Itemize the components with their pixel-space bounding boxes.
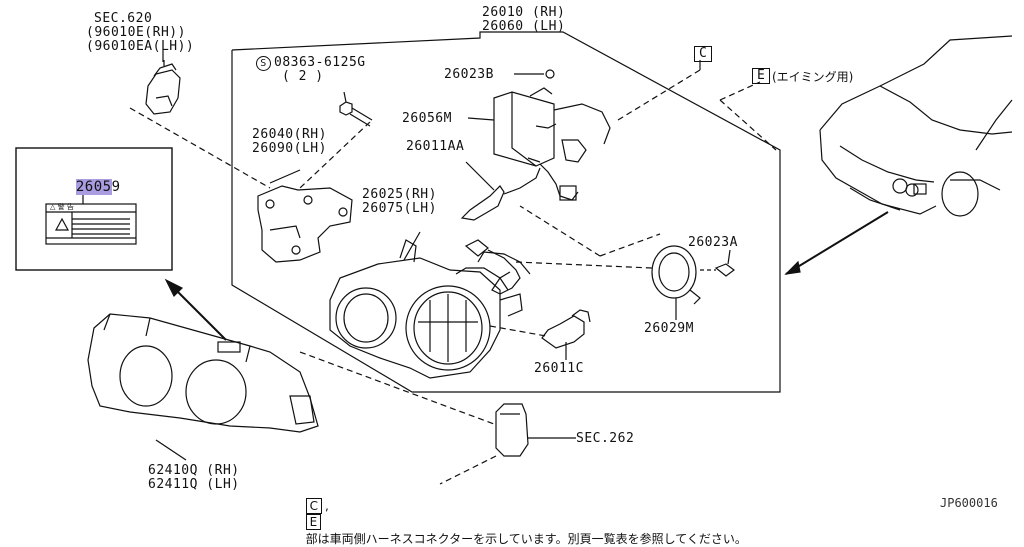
label-part-highlight: 2605 xyxy=(75,179,112,195)
footnote-box-c: C xyxy=(305,498,323,514)
sec620-rh: (96010E(RH)) xyxy=(86,25,186,40)
part-26029m-label: 26029M xyxy=(644,321,694,336)
harness-26011aa xyxy=(460,157,579,221)
part-26011c-label: 26011C xyxy=(534,361,584,376)
ref-box-c: C xyxy=(694,46,713,62)
screw-part-label: 08363-6125G xyxy=(274,55,366,70)
headlamp-body xyxy=(329,239,531,379)
part-62411q-label: 62411Q (LH) xyxy=(148,477,240,492)
assembly-outline xyxy=(231,31,781,393)
part-62410q-label: 62410Q (RH) xyxy=(148,463,240,478)
footnote-text: 部は車両側ハーネスコネクターを示しています。別頁一覧表を参照してください。 xyxy=(305,532,747,546)
part-26023a-label: 26023A xyxy=(688,235,738,250)
part-26025-label: 26025(RH) xyxy=(362,187,437,202)
screw-26023a xyxy=(714,249,735,277)
assembly-lh-label: 26060 (LH) xyxy=(482,19,566,34)
part-26075-label: 26075(LH) xyxy=(362,201,437,216)
footnote-box-e: E xyxy=(305,514,322,530)
ref-box-e: E xyxy=(752,68,771,84)
sec620-lh: (96010EA(LH)) xyxy=(86,39,195,54)
car-sketch xyxy=(819,35,1013,217)
footnote: C, E 部は車両側ハーネスコネクターを示しています。別頁一覧表を参照してくださ… xyxy=(298,484,747,547)
bracket-26040 xyxy=(257,185,353,263)
aiming-note: (エイミング用) xyxy=(772,70,854,84)
sensor-part xyxy=(145,60,181,115)
part-26090-label: 26090(LH) xyxy=(252,141,327,156)
screw-part xyxy=(339,91,373,127)
sec262-part xyxy=(495,403,529,457)
label-part-number: 26059 xyxy=(58,166,121,195)
connector-lower xyxy=(464,239,521,295)
sec262-label: SEC.262 xyxy=(576,431,635,446)
diagram-code: JP600016 xyxy=(940,496,998,510)
ballast-26056m xyxy=(493,87,611,167)
screw-26023b xyxy=(545,69,555,79)
warning-label-text: △ 警 告 xyxy=(50,203,74,211)
part-26040-label: 26040(RH) xyxy=(252,127,327,142)
bulb-26011c xyxy=(541,309,591,360)
screw-symbol: S xyxy=(256,56,271,71)
bezel-62410q xyxy=(87,313,319,433)
part-26056m-label: 26056M xyxy=(402,111,452,126)
part-26011aa-label: 26011AA xyxy=(406,139,465,154)
diagram-lines xyxy=(15,31,1013,485)
ring-26029m xyxy=(651,245,701,305)
part-26023b-label: 26023B xyxy=(444,67,494,82)
footnote-separator: , xyxy=(325,499,329,513)
sec620-title: SEC.620 xyxy=(94,11,153,26)
label-part-rest: 9 xyxy=(111,179,121,195)
parts-diagram: SEC.620 (96010E(RH)) (96010EA(LH)) 26010… xyxy=(15,5,1013,546)
screw-qty-label: ( 2 ) xyxy=(282,69,324,84)
label-inset-box xyxy=(15,147,173,271)
assembly-rh-label: 26010 (RH) xyxy=(482,5,566,20)
